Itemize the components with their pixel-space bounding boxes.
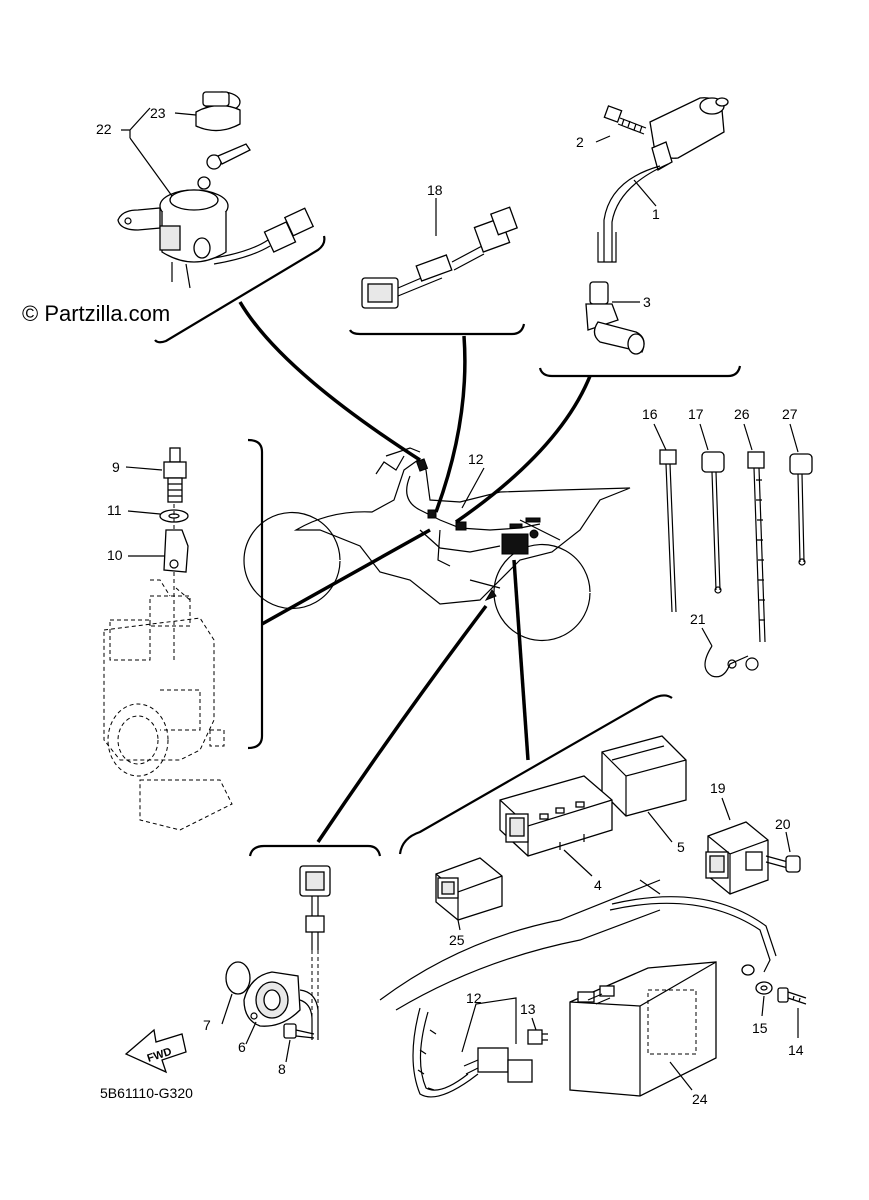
leader-lines bbox=[238, 301, 592, 843]
cdi-unit-part-4 bbox=[499, 775, 613, 857]
callout-27: 27 bbox=[782, 406, 798, 422]
carburetor bbox=[103, 579, 233, 831]
band-part-21 bbox=[704, 645, 759, 678]
cable-tie-part-17 bbox=[701, 451, 725, 594]
callout-17: 17 bbox=[688, 406, 704, 422]
cable-tie-part-26 bbox=[747, 451, 766, 643]
callout-6: 6 bbox=[238, 1039, 246, 1055]
diagram-code: 5B61110-G320 bbox=[100, 1085, 193, 1101]
battery-part-24 bbox=[569, 961, 717, 1097]
carburetor-group: 9 11 10 bbox=[103, 438, 264, 831]
callout-11: 11 bbox=[107, 502, 122, 518]
callout-21: 21 bbox=[690, 611, 706, 627]
callout-8: 8 bbox=[278, 1061, 286, 1077]
connector-top bbox=[299, 865, 331, 950]
washer-part-15 bbox=[755, 981, 773, 995]
bracket-part-10 bbox=[163, 529, 189, 573]
callout-2: 2 bbox=[576, 134, 584, 150]
callout-10: 10 bbox=[107, 547, 123, 563]
o-ring-part-7 bbox=[225, 961, 251, 995]
cable-ties-group: 16 17 26 27 21 bbox=[642, 406, 813, 678]
callout-1: 1 bbox=[652, 206, 660, 222]
callout-26: 26 bbox=[734, 406, 750, 422]
key-part bbox=[197, 143, 251, 190]
callout-14: 14 bbox=[788, 1042, 804, 1058]
spark-plug-cap-part-3 bbox=[585, 281, 645, 355]
callout-5: 5 bbox=[677, 839, 685, 855]
callout-4: 4 bbox=[594, 877, 602, 893]
bolt-part-14 bbox=[777, 987, 807, 1005]
cdi-group: 5 4 19 20 bbox=[398, 694, 801, 948]
wire-harness-part-12 bbox=[412, 1007, 533, 1098]
callout-22: 22 bbox=[96, 121, 112, 137]
callout-23: 23 bbox=[150, 105, 166, 121]
main-switch-part-22 bbox=[117, 189, 315, 289]
cap-part-23 bbox=[195, 91, 241, 132]
callout-7: 7 bbox=[203, 1017, 211, 1033]
watermark: © Partzilla.com bbox=[22, 301, 170, 326]
callout-12-bottom: 12 bbox=[466, 990, 482, 1006]
throttle-sensor-group: 7 6 8 bbox=[203, 844, 382, 1077]
callout-20: 20 bbox=[775, 816, 791, 832]
bolt-part-2 bbox=[603, 105, 647, 135]
motorcycle-outline: 12 bbox=[243, 447, 631, 642]
connector-part-13 bbox=[527, 1029, 548, 1045]
callout-15: 15 bbox=[752, 1020, 768, 1036]
battery-group: 24 15 14 12 bbox=[379, 879, 807, 1107]
callout-25: 25 bbox=[449, 932, 465, 948]
fwd-arrow-icon: FWD bbox=[124, 1028, 187, 1074]
sub-lead-part-18: 18 bbox=[349, 182, 526, 336]
cdi-cover-part-5 bbox=[601, 735, 687, 817]
screw-part-8 bbox=[283, 1023, 315, 1039]
spark-plug-part-9 bbox=[163, 447, 187, 503]
cable-tie-part-27 bbox=[789, 453, 813, 566]
relay-part-19 bbox=[705, 821, 769, 895]
callout-9: 9 bbox=[112, 459, 120, 475]
callout-19: 19 bbox=[710, 780, 726, 796]
cable-tie-part-16 bbox=[659, 449, 677, 613]
callout-12-top: 12 bbox=[468, 451, 484, 467]
tps-part-6 bbox=[243, 971, 319, 1040]
callout-3: 3 bbox=[643, 294, 651, 310]
callout-13: 13 bbox=[520, 1001, 536, 1017]
callout-18: 18 bbox=[427, 182, 443, 198]
screw-part-20 bbox=[765, 855, 801, 873]
ignition-coil-group: 1 2 3 bbox=[538, 97, 742, 378]
relay-part-25 bbox=[435, 857, 503, 921]
main-switch-group: 23 22 bbox=[96, 91, 326, 344]
callout-16: 16 bbox=[642, 406, 658, 422]
ignition-coil-part-1 bbox=[597, 97, 729, 263]
callout-24: 24 bbox=[692, 1091, 708, 1107]
